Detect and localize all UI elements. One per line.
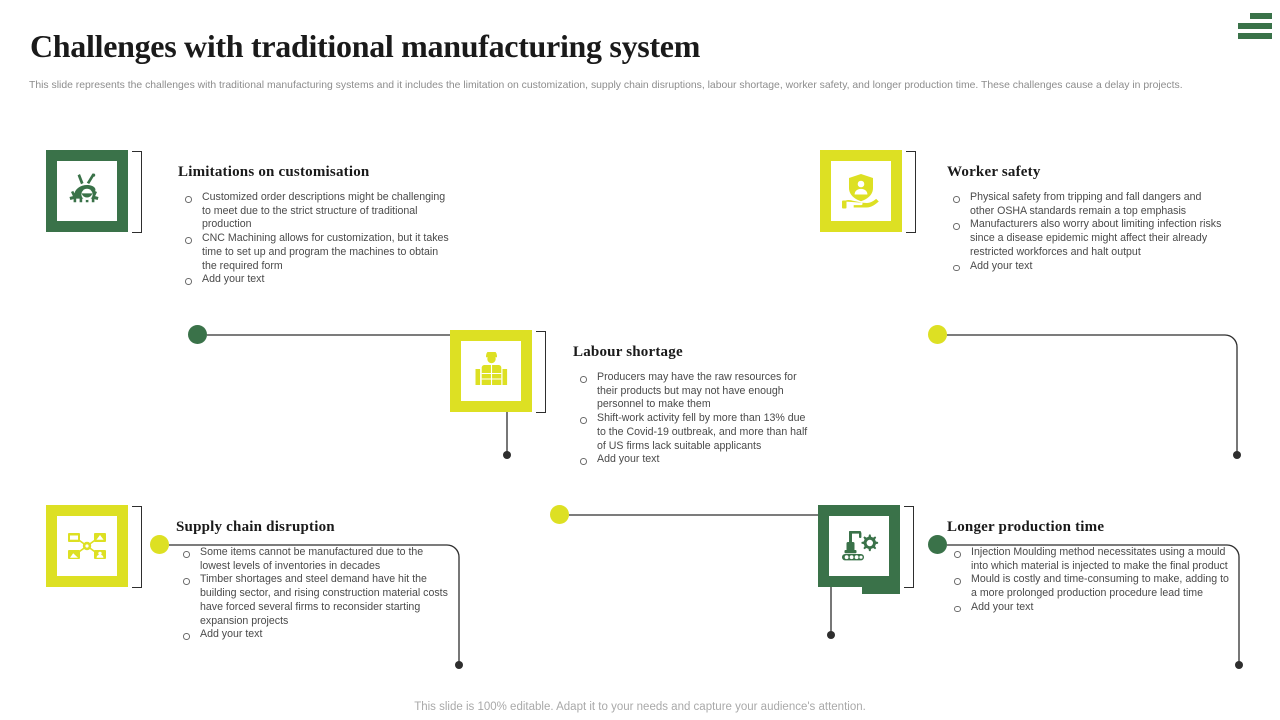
page-title: Challenges with traditional manufacturin… xyxy=(30,28,701,64)
icon-box xyxy=(46,150,128,232)
gear-tools-icon xyxy=(57,161,117,221)
list-item: Injection Moulding method necessitates u… xyxy=(949,546,1229,573)
card-bullets: Physical safety from tripping and fall d… xyxy=(948,191,1223,273)
card-bullets: Producers may have the raw resources for… xyxy=(575,371,815,467)
icon-box xyxy=(818,505,900,587)
list-item: Add your text xyxy=(178,628,448,642)
list-item: Add your text xyxy=(948,260,1223,274)
hand-shield-person-icon xyxy=(831,161,891,221)
card-title: Limitations on customisation xyxy=(178,164,370,180)
card-bullets: Customized order descriptions might be c… xyxy=(180,191,455,287)
footer-note: This slide is 100% editable. Adapt it to… xyxy=(414,701,866,713)
connector-line xyxy=(569,513,835,643)
icon-box xyxy=(46,505,128,587)
connector-dot xyxy=(928,535,947,554)
icon-box xyxy=(820,150,902,232)
card-title: Worker safety xyxy=(947,164,1041,180)
icon-bracket xyxy=(536,331,546,413)
robot-arm-conveyor-icon xyxy=(829,516,889,576)
card-title: Supply chain disruption xyxy=(176,519,335,535)
card-bullets: Injection Moulding method necessitates u… xyxy=(949,546,1229,615)
list-item: Manufacturers also worry about limiting … xyxy=(948,218,1223,259)
card-limitations-on-customisation[interactable]: Limitations on customisation Customized … xyxy=(46,150,516,459)
menu-bar-3 xyxy=(1238,33,1272,39)
card-longer-production-time[interactable]: Longer production time Injection Mouldin… xyxy=(818,505,1243,675)
icon-bracket xyxy=(906,151,916,233)
connector-dot xyxy=(150,535,169,554)
icon-box xyxy=(450,330,532,412)
list-item: Customized order descriptions might be c… xyxy=(180,191,455,232)
list-item: Add your text xyxy=(575,453,815,467)
list-item: Add your text xyxy=(180,273,455,287)
page-subtitle: This slide represents the challenges wit… xyxy=(29,80,1183,91)
card-bullets: Some items cannot be manufactured due to… xyxy=(178,546,448,642)
card-title: Labour shortage xyxy=(573,344,683,360)
icon-tail xyxy=(862,587,900,594)
menu-bar-1 xyxy=(1250,13,1272,19)
list-item: Producers may have the raw resources for… xyxy=(575,371,815,412)
icon-bracket xyxy=(132,151,142,233)
icon-bracket xyxy=(132,506,142,588)
card-worker-safety[interactable]: Worker safety Physical safety from tripp… xyxy=(820,150,1241,459)
list-item: Shift-work activity fell by more than 13… xyxy=(575,412,815,453)
card-labour-shortage[interactable]: Labour shortage Producers may have the r… xyxy=(450,330,850,639)
connector-dot xyxy=(928,325,947,344)
connector-dot xyxy=(550,505,569,524)
connector-line xyxy=(947,333,1241,463)
list-item: Mould is costly and time-consuming to ma… xyxy=(949,573,1229,600)
list-item: Timber shortages and steel demand have h… xyxy=(178,573,448,628)
hamburger-menu-icon[interactable] xyxy=(1236,13,1272,39)
list-item: CNC Machining allows for customization, … xyxy=(180,232,455,273)
card-supply-chain-disruption[interactable]: Supply chain disruption Some items canno… xyxy=(46,505,466,675)
icon-bracket xyxy=(904,506,914,588)
worker-boxes-icon xyxy=(461,341,521,401)
network-hub-icon xyxy=(57,516,117,576)
connector-dot xyxy=(188,325,207,344)
list-item: Add your text xyxy=(949,601,1229,615)
menu-bar-2 xyxy=(1238,23,1272,29)
list-item: Some items cannot be manufactured due to… xyxy=(178,546,448,573)
list-item: Physical safety from tripping and fall d… xyxy=(948,191,1223,218)
card-title: Longer production time xyxy=(947,519,1105,535)
